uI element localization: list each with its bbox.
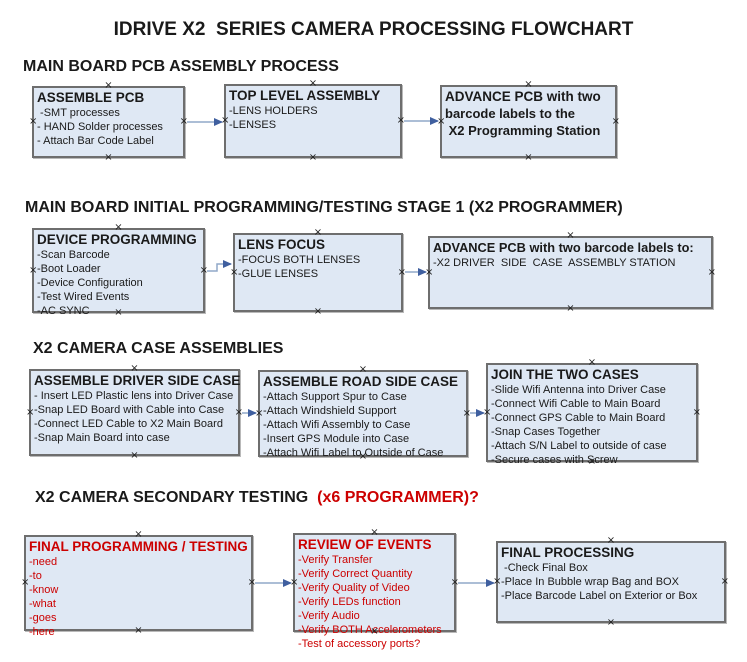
box-items: -Verify Transfer -Verify Correct Quantity… <box>295 553 454 651</box>
box-title: REVIEW OF EVENTS <box>298 537 432 552</box>
box-item: -Check Final Box <box>501 562 588 574</box>
box-item: -LENSES <box>229 119 277 131</box>
box-title: LENS FOCUS <box>238 237 326 252</box>
box-item: -X2 DRIVER SIDE CASE ASSEMBLY STATION <box>433 257 676 269</box>
section-heading-case-assemblies: X2 CAMERA CASE ASSEMBLIES <box>33 340 284 357</box>
flow-box-advance-pcb-programming-station: ADVANCE PCB with two barcode labels to t… <box>437 80 620 163</box>
box-items: -X2 DRIVER SIDE CASE ASSEMBLY STATION <box>430 256 711 270</box>
box-items: -Slide Wifi Antenna into Driver Case -Con… <box>488 383 696 467</box>
connector-row2-a <box>207 260 232 272</box>
box-item: -know <box>29 584 59 596</box>
box-title: FINAL PROCESSING <box>501 545 635 560</box>
box-items: -FOCUS BOTH LENSES -GLUE LENSES <box>235 253 401 281</box>
box-items: -SMT processes - HAND Solder processes - A… <box>34 106 183 148</box>
connection-point-icon: × <box>524 152 533 163</box>
section-heading-secondary-testing: X2 CAMERA SECONDARY TESTING (x6 PROGRAMM… <box>35 489 479 507</box>
box-item: -need <box>29 556 58 568</box>
flow-box-assemble-pcb: ASSEMBLE PCB -SMT processes - HAND Solder… <box>29 81 188 163</box>
flow-box-assemble-driver-side-case: ASSEMBLE DRIVER SIDE CASE - Insert LED P… <box>26 364 243 461</box>
box-item: -here <box>29 626 55 638</box>
box-title: DEVICE PROGRAMMING <box>37 232 197 247</box>
box-item: -Insert GPS Module into Case <box>263 433 410 445</box>
box-item: -GLUE LENSES <box>238 268 319 280</box>
box-item: -Attach S/N Label to outside of case <box>491 440 667 452</box>
flow-box-device-programming: DEVICE PROGRAMMING -Scan Barcode -Boot Lo… <box>29 223 208 318</box>
box-item: -Device Configuration <box>37 277 143 289</box>
box-item: -Secure cases with Screw <box>491 454 618 466</box>
box-item: -Verify LEDs function <box>298 596 401 608</box>
flow-box-assemble-road-side-case: ASSEMBLE ROAD SIDE CASE -Attach Support … <box>255 365 471 462</box>
box-item: -Connect Wifi Cable to Main Board <box>491 398 661 410</box>
box-items: -LENS HOLDERS -LENSES <box>226 104 400 132</box>
box-item: -Connect LED Cable to X2 Main Board <box>34 418 223 430</box>
flow-box-join-the-two-cases: JOIN THE TWO CASES -Slide Wifi Antenna i… <box>483 358 701 467</box>
box-item: -to <box>29 570 42 582</box>
box-item: barcode labels to the <box>445 106 576 121</box>
box-items: -Check Final Box -Place In Bubble wrap Ba… <box>498 561 724 603</box>
section-heading-red-part: (x6 PROGRAMMER)? <box>312 489 479 506</box>
box-items: -need -to -know -what -goes -here <box>26 555 251 639</box>
box-item: -Attach Windshield Support <box>263 405 397 417</box>
box-items: - Insert LED Plastic lens into Driver Ca… <box>31 389 238 445</box>
box-items: -Scan Barcode -Boot Loader -Device Configu… <box>34 248 203 318</box>
box-item: -what <box>29 598 56 610</box>
box-title: ASSEMBLE ROAD SIDE CASE <box>263 374 459 389</box>
box-item: - HAND Solder processes <box>37 121 163 133</box>
section-heading-initial-programming: MAIN BOARD INITIAL PROGRAMMING/TESTING S… <box>25 199 623 216</box>
page-title: IDRIVE X2 SERIES CAMERA PROCESSING FLOWC… <box>113 19 634 40</box>
box-item: -Scan Barcode <box>37 249 110 261</box>
section-heading-pcb-assembly: MAIN BOARD PCB ASSEMBLY PROCESS <box>23 58 339 75</box>
box-item: -Verify BOTH Accelerometers <box>298 624 442 636</box>
box-item: -Boot Loader <box>37 263 101 275</box>
box-title: FINAL PROGRAMMING / TESTING <box>29 539 248 554</box>
connection-point-icon: × <box>308 152 318 163</box>
box-item: - Attach Bar Code Label <box>37 135 154 147</box>
connection-point-icon: × <box>130 450 139 461</box>
box-item: -Slide Wifi Antenna into Driver Case <box>491 384 666 396</box>
box-item: -Place In Bubble wrap Bag and BOX <box>501 576 679 588</box>
flow-box-advance-pcb-driver-side-station: ADVANCE PCB with two barcode labels to: … <box>425 231 716 314</box>
flow-box-final-processing: FINAL PROCESSING -Check Final Box -Place … <box>493 536 729 628</box>
flow-box-final-programming-testing: FINAL PROGRAMMING / TESTING -need -to -kno… <box>21 530 256 639</box>
box-item: - Insert LED Plastic lens into Driver Ca… <box>34 390 234 402</box>
box-item: -Test of accessory ports? <box>298 638 421 650</box>
connection-point-icon: × <box>313 306 323 317</box>
box-item: -Snap Cases Together <box>491 426 601 438</box>
box-item: -Attach Wifi Label to Outside of Case <box>263 447 444 459</box>
box-item: -Verify Transfer <box>298 554 373 566</box>
flow-box-top-level-assembly: TOP LEVEL ASSEMBLY -LENS HOLDERS-LENSES … <box>221 79 405 163</box>
box-title: ADVANCE PCB with two barcode labels to: <box>433 240 694 255</box>
box-title: TOP LEVEL ASSEMBLY <box>229 88 381 103</box>
box-item: -Connect GPS Cable to Main Board <box>491 412 666 424</box>
box-item: -Attach Support Spur to Case <box>263 391 407 403</box>
box-title: ASSEMBLE DRIVER SIDE CASE <box>34 373 241 388</box>
box-item: -goes <box>29 612 57 624</box>
box-item: -Place Barcode Label on Exterior or Box <box>501 590 698 602</box>
box-item: X2 Programming Station <box>445 123 601 138</box>
box-title: ADVANCE PCB with two <box>445 89 601 104</box>
box-items: -Attach Support Spur to Case -Attach Wind… <box>260 390 466 460</box>
flow-box-lens-focus: LENS FOCUS -FOCUS BOTH LENSES -GLUE LENSE… <box>230 228 406 317</box>
box-item: -LENS HOLDERS <box>229 105 318 117</box>
box-items: barcode labels to the X2 Programming Sta… <box>442 105 615 139</box>
box-item: -Snap LED Board with Cable into Case <box>34 404 225 416</box>
box-item: -AC SYNC <box>37 305 90 317</box>
box-item: -Verify Audio <box>298 610 360 622</box>
box-item: -Snap Main Board into case <box>34 432 170 444</box>
box-title: JOIN THE TWO CASES <box>491 367 639 382</box>
flow-box-review-of-events: REVIEW OF EVENTS -Verify Transfer-Verify… <box>290 528 459 651</box>
box-item: -Attach Wifi Assembly to Case <box>263 419 411 431</box>
box-title: ASSEMBLE PCB <box>37 90 145 105</box>
box-item: -FOCUS BOTH LENSES <box>238 254 361 266</box>
box-item: -Test Wired Events <box>37 291 130 303</box>
connection-point-icon: × <box>104 152 113 163</box>
section-heading-black-part: X2 CAMERA SECONDARY TESTING <box>35 489 313 506</box>
box-item: -Verify Quality of Video <box>298 582 410 594</box>
connection-point-icon: × <box>606 617 616 628</box>
connection-point-icon: × <box>566 303 575 314</box>
box-item: -SMT processes <box>37 107 120 119</box>
box-item: -Verify Correct Quantity <box>298 568 413 580</box>
